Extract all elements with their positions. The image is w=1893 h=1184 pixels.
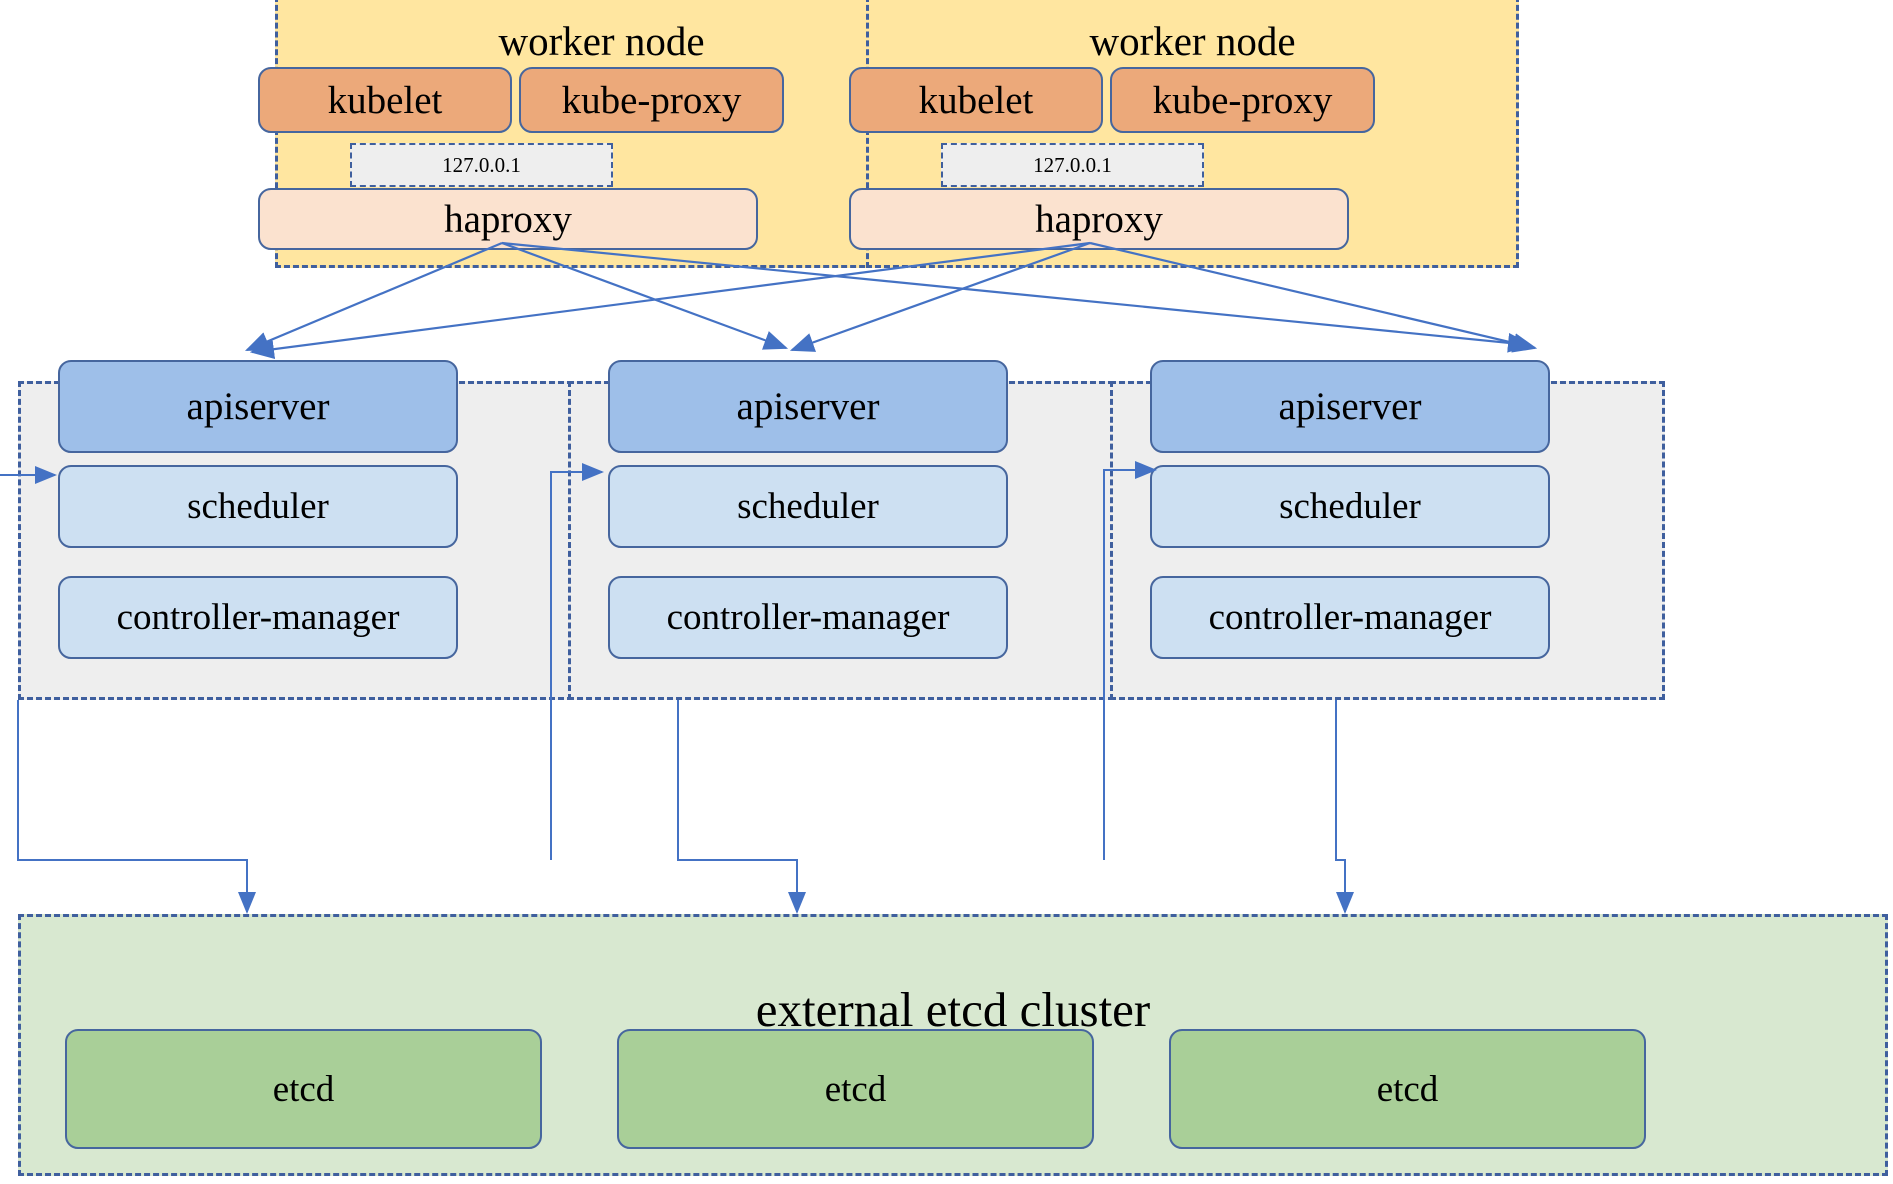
control-plane-1-controller-manager[interactable]: controller-manager <box>58 576 458 659</box>
etcd-member-2[interactable]: etcd <box>617 1029 1094 1149</box>
control-plane-1-to-etcd <box>17 700 256 914</box>
worker-node-2-haproxy[interactable]: haproxy <box>849 188 1349 250</box>
worker-node-1-title: worker node <box>498 18 705 64</box>
external-etcd-cluster: external etcd cluster etcd etcd etcd <box>18 914 1888 1176</box>
control-plane-2-apiserver[interactable]: apiserver <box>608 360 1008 453</box>
worker-node-2-title: worker node <box>1089 18 1296 64</box>
control-plane-2-controller-manager[interactable]: controller-manager <box>608 576 1008 659</box>
control-plane-2: apiserver scheduler controller-manager <box>568 360 1123 700</box>
control-plane-3: apiserver scheduler controller-manager <box>1110 360 1665 700</box>
control-plane-2-scheduler[interactable]: scheduler <box>608 465 1008 548</box>
etcd-member-1[interactable]: etcd <box>65 1029 542 1149</box>
worker-node-2: worker node kubelet kube-proxy 127.0.0.1… <box>849 0 1519 268</box>
etcd-cluster-title: external etcd cluster <box>755 982 1151 1037</box>
control-plane-1-apiserver[interactable]: apiserver <box>58 360 458 453</box>
worker-node-1: worker node kubelet kube-proxy 127.0.0.1… <box>258 0 928 268</box>
control-plane-1: apiserver scheduler controller-manager <box>18 360 573 700</box>
worker-node-1-kube-proxy[interactable]: kube-proxy <box>519 67 784 133</box>
control-plane-1-scheduler[interactable]: scheduler <box>58 465 458 548</box>
etcd-member-3[interactable]: etcd <box>1169 1029 1646 1149</box>
worker-node-2-kube-proxy[interactable]: kube-proxy <box>1110 67 1375 133</box>
control-plane-3-apiserver[interactable]: apiserver <box>1150 360 1550 453</box>
control-plane-3-scheduler[interactable]: scheduler <box>1150 465 1550 548</box>
worker-node-1-kubelet[interactable]: kubelet <box>258 67 512 133</box>
control-plane-3-to-etcd <box>1335 700 1354 914</box>
worker-node-2-kubelet[interactable]: kubelet <box>849 67 1103 133</box>
worker-node-1-loopback-address: 127.0.0.1 <box>350 143 613 187</box>
control-plane-2-to-etcd <box>677 700 806 914</box>
control-plane-3-controller-manager[interactable]: controller-manager <box>1150 576 1550 659</box>
worker-node-1-haproxy[interactable]: haproxy <box>258 188 758 250</box>
worker-node-2-loopback-address: 127.0.0.1 <box>941 143 1204 187</box>
